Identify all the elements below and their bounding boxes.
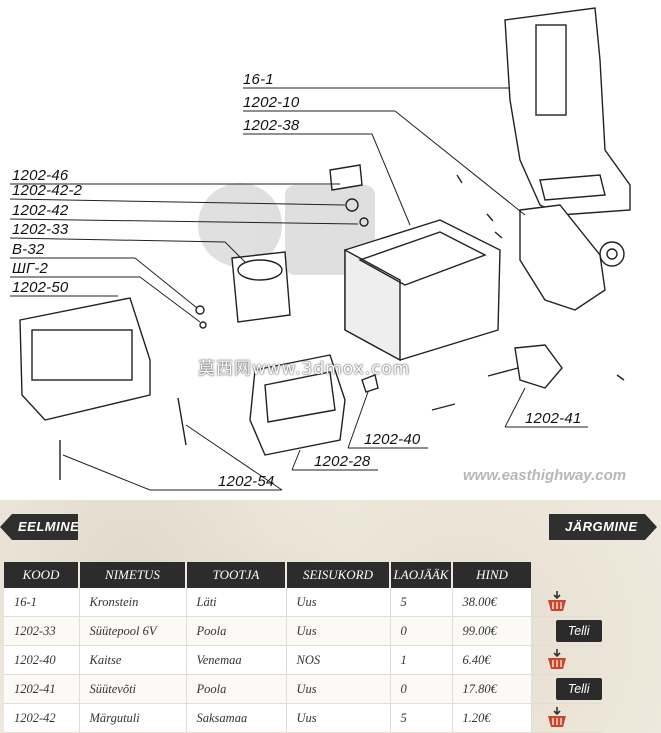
add-to-cart-icon[interactable] <box>546 707 568 729</box>
header-nimetus: NIMETUS <box>79 562 187 588</box>
cell-laojaak: 5 <box>390 703 453 733</box>
cell-action: Telli <box>531 674 602 704</box>
cell-laojaak: 5 <box>390 588 453 617</box>
cell-action: Telli <box>531 616 602 646</box>
callout-16-1: 16-1 <box>243 71 274 88</box>
cell-nimetus: Süütepool 6V <box>79 616 187 646</box>
table-row: 16-1 Kronstein Läti Uus 5 38.00€ <box>4 588 602 617</box>
callout-1202-46: 1202-46 <box>12 167 69 184</box>
cell-nimetus: Kaitse <box>79 645 187 675</box>
cell-kood: 16-1 <box>4 588 80 617</box>
callout-1202-54: 1202-54 <box>218 473 275 490</box>
cell-seisukord: Uus <box>286 674 391 704</box>
watermark-easthighway: www.easthighway.com <box>463 467 627 484</box>
header-hind: HIND <box>452 562 531 588</box>
table-row: 1202-33 Süütepool 6V Poola Uus 0 99.00€ … <box>4 616 602 646</box>
cell-seisukord: Uus <box>286 616 391 646</box>
header-tootja: TOOTJA <box>186 562 287 588</box>
table-row: 1202-42 Märgutuli Saksamaa Uus 5 1.20€ <box>4 703 602 733</box>
order-button[interactable]: Telli <box>555 678 602 700</box>
cell-tootja: Poola <box>186 674 287 704</box>
cell-action <box>531 703 602 733</box>
cell-hind: 38.00€ <box>452 588 532 617</box>
cell-tootja: Poola <box>186 616 287 646</box>
cell-tootja: Läti <box>186 588 287 617</box>
cell-nimetus: Kronstein <box>79 588 187 617</box>
callout-b-32: B-32 <box>12 241 45 258</box>
cell-hind: 6.40€ <box>452 645 532 675</box>
order-button[interactable]: Telli <box>555 620 602 642</box>
callout-1202-42-2: 1202-42-2 <box>12 182 83 199</box>
next-button[interactable]: JÄRGMINE <box>549 514 657 540</box>
header-laojaak: LAOJÄÄK <box>390 562 453 588</box>
table-header-row: KOOD NIMETUS TOOTJA SEISUKORD LAOJÄÄK HI… <box>4 562 602 588</box>
cell-kood: 1202-42 <box>4 703 80 733</box>
callout-1202-33: 1202-33 <box>12 221 69 238</box>
cell-laojaak: 0 <box>390 674 453 704</box>
callout-1202-41: 1202-41 <box>525 410 582 427</box>
cell-hind: 99.00€ <box>452 616 532 646</box>
callout-1202-38: 1202-38 <box>243 117 300 134</box>
cell-action <box>531 588 602 617</box>
cell-kood: 1202-41 <box>4 674 80 704</box>
cell-seisukord: Uus <box>286 703 391 733</box>
add-to-cart-icon[interactable] <box>546 591 568 613</box>
add-to-cart-icon[interactable] <box>546 649 568 671</box>
cell-hind: 17.80€ <box>452 674 532 704</box>
cell-seisukord: NOS <box>286 645 391 675</box>
callout-1202-10: 1202-10 <box>243 94 300 111</box>
callout-1202-50: 1202-50 <box>12 279 69 296</box>
previous-button[interactable]: EELMINE <box>0 514 78 540</box>
parts-table: KOOD NIMETUS TOOTJA SEISUKORD LAOJÄÄK HI… <box>4 562 602 733</box>
cell-laojaak: 1 <box>390 645 453 675</box>
callout-1202-28: 1202-28 <box>314 453 371 470</box>
watermark-3dmox: 莫西网www.3dmox.com <box>198 359 411 379</box>
cell-seisukord: Uus <box>286 588 391 617</box>
callout-1202-42: 1202-42 <box>12 202 69 219</box>
cell-nimetus: Märgutuli <box>79 703 187 733</box>
table-row: 1202-41 Süütevõti Poola Uus 0 17.80€ Tel… <box>4 674 602 704</box>
cell-tootja: Saksamaa <box>186 703 287 733</box>
cell-tootja: Venemaa <box>186 645 287 675</box>
cell-kood: 1202-33 <box>4 616 80 646</box>
header-seisukord: SEISUKORD <box>286 562 391 588</box>
header-kood: KOOD <box>4 562 80 588</box>
exploded-parts-diagram: 16-1 1202-10 1202-38 1202-46 1202-42-2 1… <box>9 7 631 491</box>
table-row: 1202-40 Kaitse Venemaa NOS 1 6.40€ <box>4 645 602 675</box>
callout-1202-40: 1202-40 <box>364 431 421 448</box>
cell-action <box>531 645 602 675</box>
cell-kood: 1202-40 <box>4 645 80 675</box>
diagram-drawing <box>9 7 631 491</box>
cell-laojaak: 0 <box>390 616 453 646</box>
cell-hind: 1.20€ <box>452 703 532 733</box>
callout-sg-2: ШГ-2 <box>12 260 49 277</box>
cell-nimetus: Süütevõti <box>79 674 187 704</box>
